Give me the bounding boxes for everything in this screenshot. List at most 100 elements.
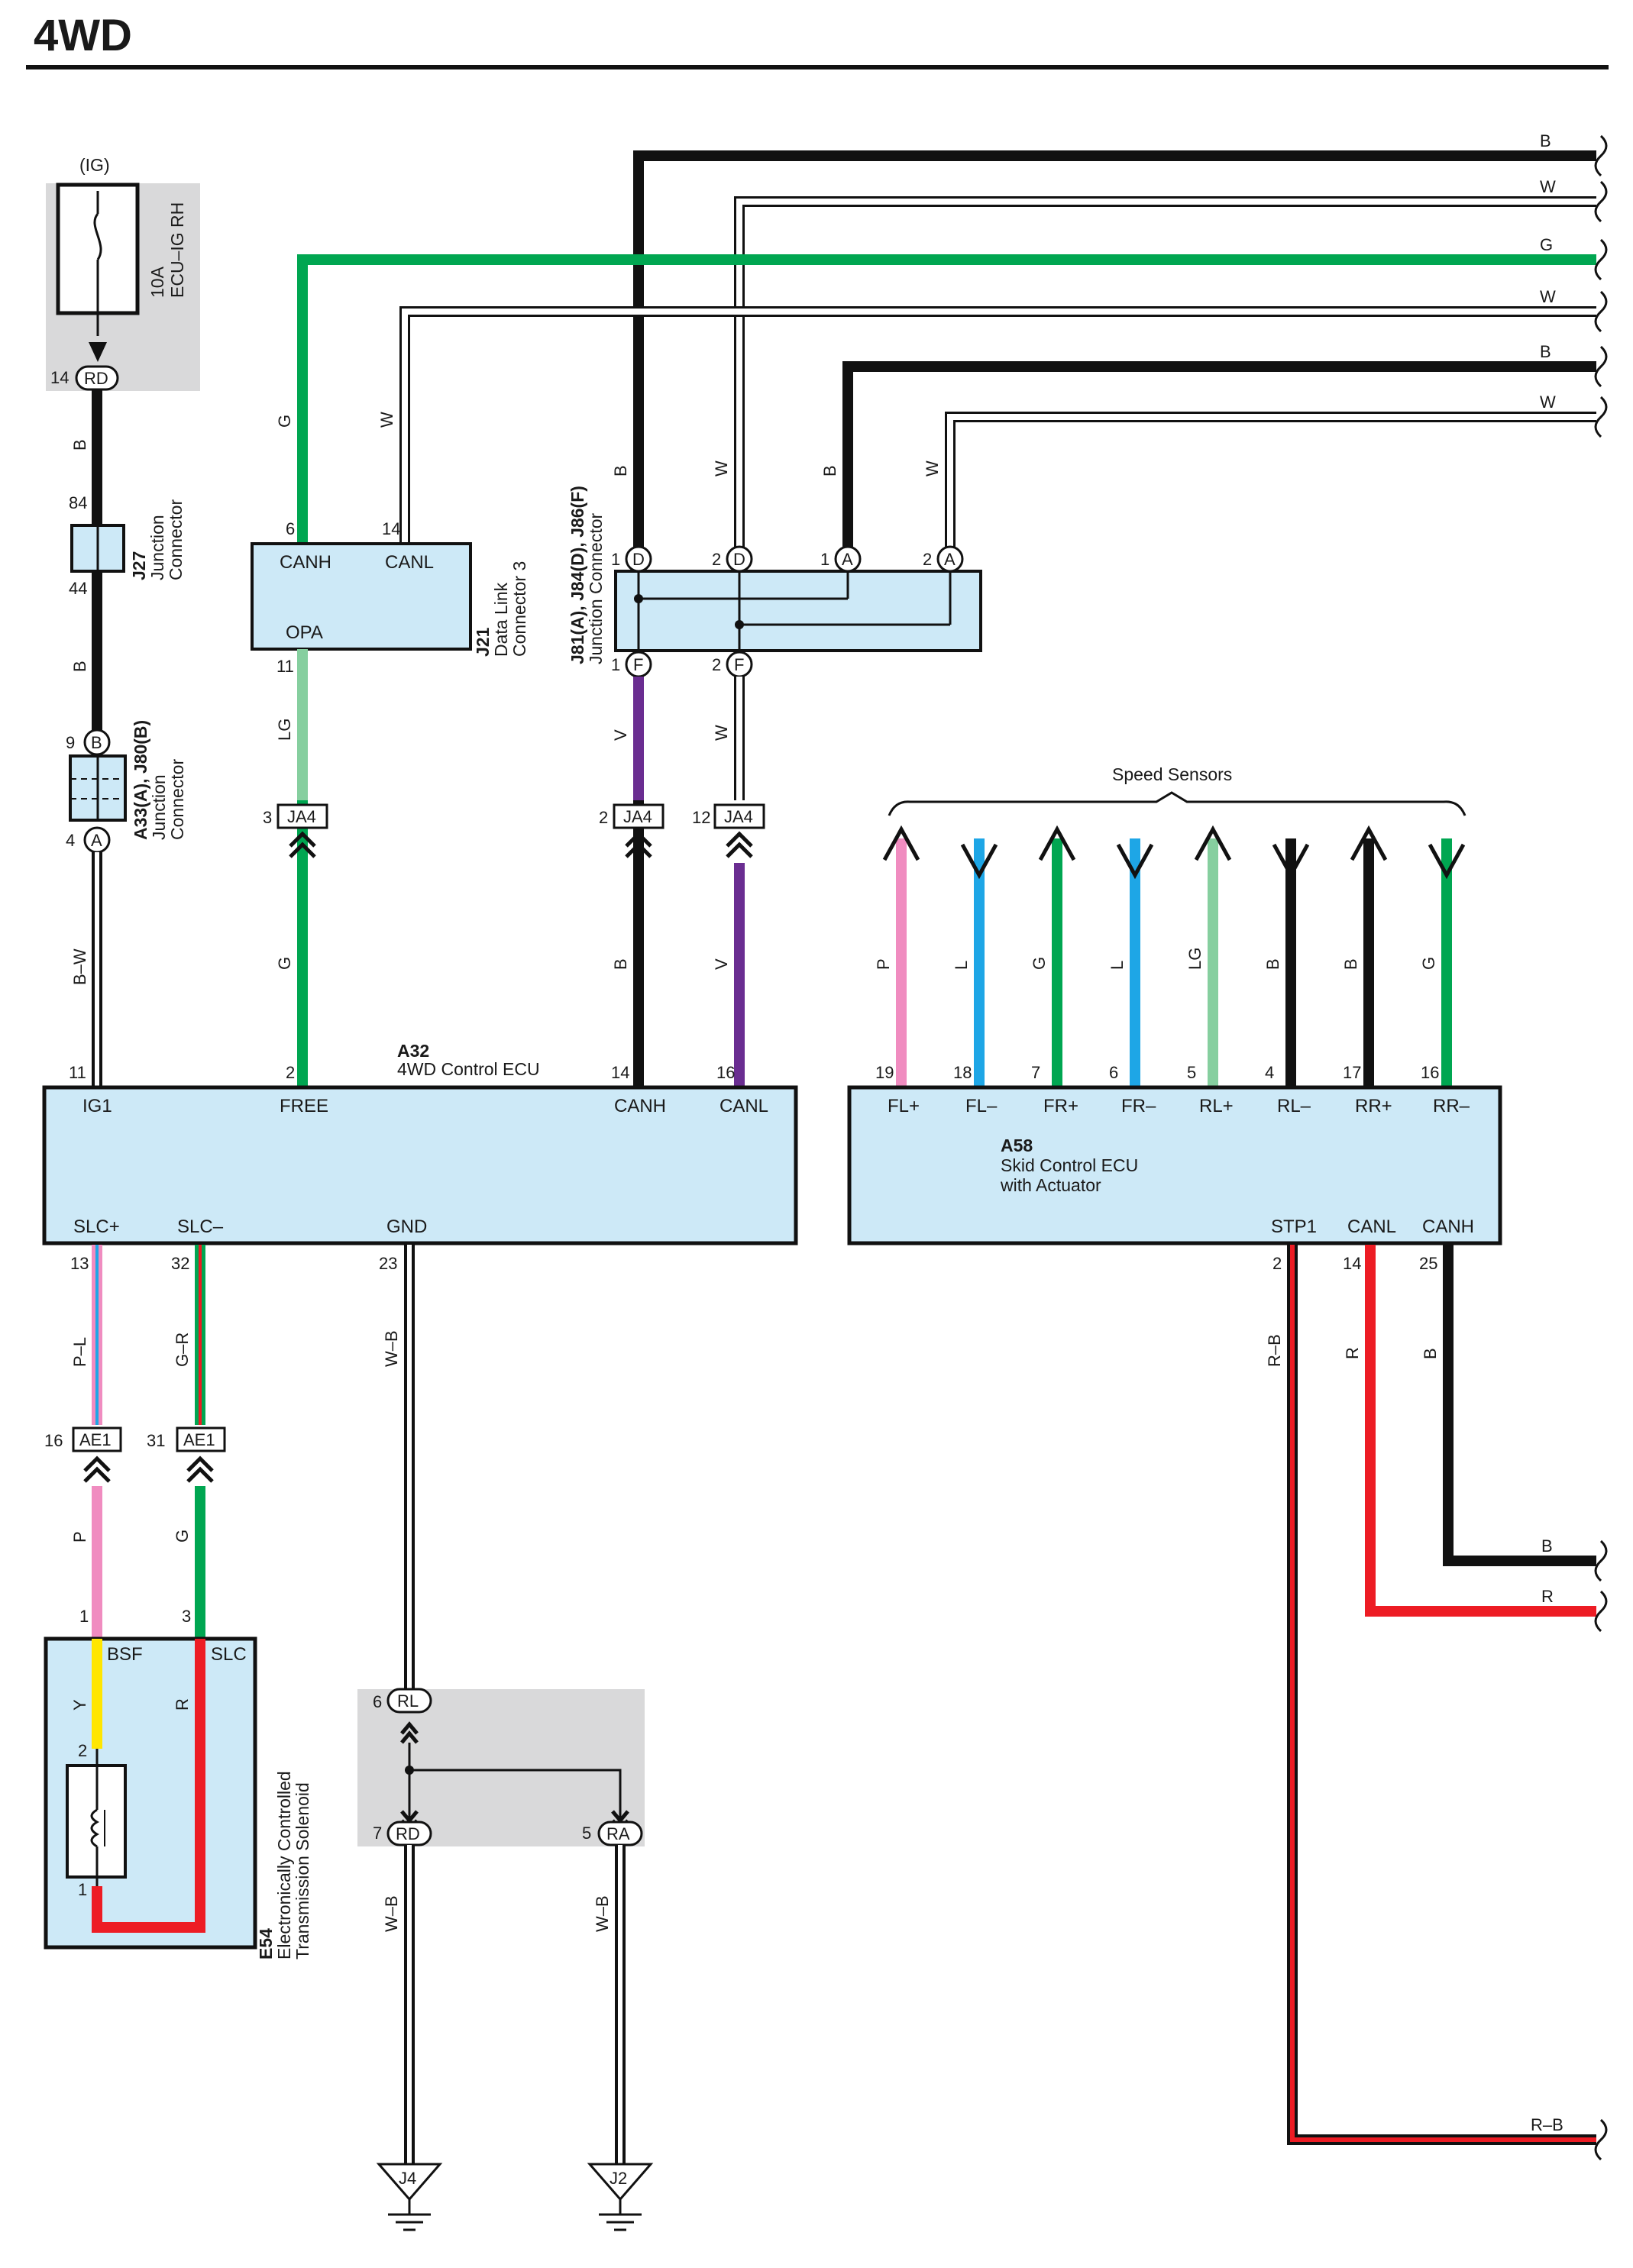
svg-text:2: 2 bbox=[78, 1741, 87, 1760]
svg-text:JA4: JA4 bbox=[623, 807, 652, 826]
skid-ecu-pin: 17 bbox=[1343, 1063, 1361, 1082]
skid-ecu-terminal: RR+ bbox=[1355, 1096, 1392, 1116]
svg-text:CANL: CANL bbox=[1347, 1216, 1396, 1237]
svg-text:Junction: Junction bbox=[149, 774, 169, 840]
arrow-down-icon bbox=[1272, 843, 1310, 880]
wire-canl-r bbox=[1365, 1245, 1596, 1617]
speed-sensors-brace bbox=[888, 791, 1466, 816]
skid-ecu-terminal: RL+ bbox=[1199, 1096, 1234, 1116]
svg-text:RD: RD bbox=[84, 369, 108, 388]
svg-text:G: G bbox=[1540, 235, 1553, 254]
svg-text:BSF: BSF bbox=[107, 1644, 143, 1665]
svg-text:1: 1 bbox=[79, 1607, 89, 1626]
sensor-wire-label: P bbox=[874, 958, 893, 970]
svg-text:4: 4 bbox=[66, 831, 75, 850]
svg-text:CANL: CANL bbox=[385, 552, 434, 573]
svg-text:B: B bbox=[70, 661, 89, 672]
svg-text:Connector: Connector bbox=[167, 759, 187, 840]
skid-ecu-terminal: RR– bbox=[1433, 1096, 1470, 1116]
svg-text:F: F bbox=[633, 655, 643, 674]
ground-icon: J2 bbox=[587, 2163, 654, 2231]
svg-text:12: 12 bbox=[692, 808, 710, 827]
svg-text:6: 6 bbox=[286, 519, 295, 538]
svg-text:SLC: SLC bbox=[211, 1644, 247, 1665]
svg-text:R: R bbox=[173, 1698, 192, 1711]
svg-text:CANH: CANH bbox=[280, 552, 331, 573]
fuse-pin: 14 bbox=[50, 368, 69, 387]
svg-text:2: 2 bbox=[286, 1063, 295, 1082]
svg-text:25: 25 bbox=[1419, 1254, 1437, 1273]
svg-text:44: 44 bbox=[69, 579, 87, 598]
svg-text:RA: RA bbox=[606, 1824, 630, 1843]
svg-text:1: 1 bbox=[611, 550, 620, 569]
svg-text:A: A bbox=[842, 550, 853, 569]
svg-text:RL: RL bbox=[397, 1691, 419, 1711]
svg-text:A32: A32 bbox=[397, 1041, 429, 1061]
wire-g-top bbox=[297, 254, 1596, 1086]
svg-text:1: 1 bbox=[820, 550, 829, 569]
svg-text:J81(A), J84(D), J86(F): J81(A), J84(D), J86(F) bbox=[568, 486, 587, 664]
sensor-wire-label: LG bbox=[1185, 948, 1205, 970]
svg-text:31: 31 bbox=[147, 1431, 165, 1450]
connector-ae1: 16 AE1 31 AE1 bbox=[44, 1426, 226, 1483]
svg-text:6: 6 bbox=[373, 1692, 382, 1711]
svg-text:CANH: CANH bbox=[1422, 1216, 1474, 1237]
skid-ecu-pin: 16 bbox=[1421, 1063, 1439, 1082]
svg-text:J4: J4 bbox=[399, 2169, 416, 2188]
skid-ecu-pin: 5 bbox=[1187, 1063, 1196, 1082]
svg-text:AE1: AE1 bbox=[79, 1430, 112, 1449]
skid-ecu-pin: 4 bbox=[1265, 1063, 1274, 1082]
svg-text:with Actuator: with Actuator bbox=[1000, 1175, 1101, 1195]
connector-ja4: 3 JA4 2 JA4 12 JA4 bbox=[263, 803, 765, 858]
ecu-a58: A58 Skid Control ECU with Actuator 19FL+… bbox=[847, 1063, 1502, 1273]
svg-text:F: F bbox=[734, 655, 744, 674]
svg-text:11: 11 bbox=[69, 1063, 86, 1082]
coil-icon bbox=[90, 1808, 100, 1848]
sensor-wire-label: L bbox=[952, 961, 971, 970]
skid-ecu-pin: 18 bbox=[953, 1063, 972, 1082]
svg-text:Junction Connector: Junction Connector bbox=[586, 512, 606, 664]
svg-text:W: W bbox=[923, 460, 942, 477]
svg-text:W: W bbox=[1540, 393, 1556, 412]
skid-ecu-terminal: RL– bbox=[1277, 1096, 1311, 1116]
svg-text:2: 2 bbox=[1272, 1254, 1282, 1273]
svg-text:B: B bbox=[1421, 1348, 1440, 1359]
svg-text:V: V bbox=[712, 958, 731, 970]
svg-text:IG1: IG1 bbox=[82, 1096, 112, 1116]
svg-text:LG: LG bbox=[275, 719, 294, 741]
svg-text:32: 32 bbox=[171, 1254, 189, 1273]
skid-ecu-pin: 7 bbox=[1031, 1063, 1040, 1082]
svg-text:5: 5 bbox=[582, 1824, 591, 1843]
svg-text:STP1: STP1 bbox=[1271, 1216, 1317, 1237]
right-breaks bbox=[1594, 134, 1608, 438]
svg-text:OPA: OPA bbox=[286, 622, 323, 643]
svg-text:2: 2 bbox=[923, 550, 932, 569]
svg-text:Data Link: Data Link bbox=[491, 582, 511, 657]
svg-text:A: A bbox=[944, 550, 956, 569]
svg-text:A: A bbox=[91, 831, 102, 850]
svg-text:Connector: Connector bbox=[166, 499, 186, 580]
svg-text:B: B bbox=[820, 465, 839, 477]
svg-text:A58: A58 bbox=[1001, 1136, 1033, 1155]
svg-text:A33(A), J80(B): A33(A), J80(B) bbox=[131, 720, 150, 840]
svg-text:J2: J2 bbox=[610, 2169, 627, 2188]
right-breaks-bottom bbox=[1594, 1539, 1608, 2161]
arrow-up-icon bbox=[1350, 825, 1388, 861]
svg-text:B: B bbox=[1540, 342, 1551, 361]
wire-canh-b bbox=[1443, 1245, 1596, 1566]
svg-text:G: G bbox=[275, 957, 294, 970]
svg-text:13: 13 bbox=[70, 1254, 89, 1273]
svg-text:11: 11 bbox=[276, 657, 294, 676]
svg-text:1: 1 bbox=[611, 655, 620, 674]
svg-text:14: 14 bbox=[1343, 1254, 1361, 1273]
svg-text:R: R bbox=[1541, 1587, 1554, 1606]
svg-text:R–B: R–B bbox=[1531, 2115, 1563, 2134]
svg-text:RD: RD bbox=[396, 1824, 420, 1843]
sensor-wire-label: G bbox=[1419, 957, 1438, 970]
svg-text:Electronically Controlled: Electronically Controlled bbox=[274, 1771, 294, 1959]
svg-text:W: W bbox=[1540, 287, 1556, 306]
svg-text:R: R bbox=[1343, 1347, 1362, 1359]
svg-text:Skid Control ECU: Skid Control ECU bbox=[1001, 1155, 1138, 1175]
